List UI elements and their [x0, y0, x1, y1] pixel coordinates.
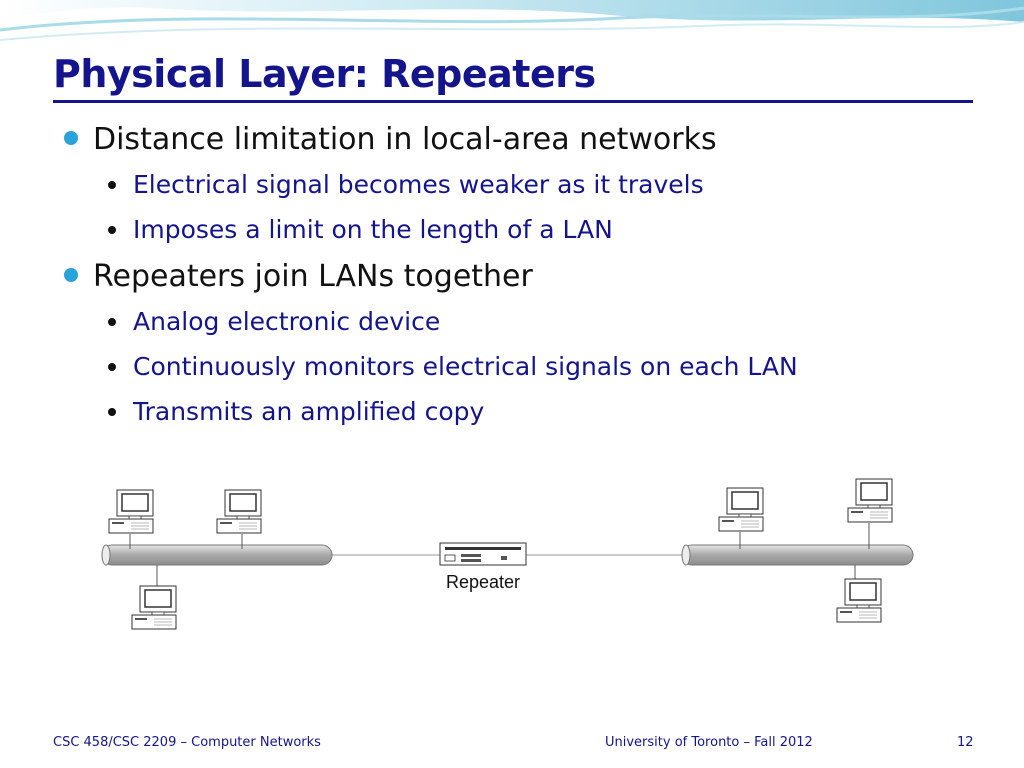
- slide-title: Physical Layer: Repeaters: [53, 52, 596, 96]
- sub-bullet-length-limit: Imposes a limit on the length of a LAN: [60, 207, 1000, 252]
- computer-icon: [216, 489, 262, 549]
- footer-page-number: 12: [957, 735, 974, 750]
- computer-icon: [847, 478, 893, 549]
- lan-cable-right: [681, 544, 914, 566]
- bullet-repeaters-join: Repeaters join LANs together: [60, 255, 1000, 299]
- bullet-distance-limitation: Distance limitation in local-area networ…: [60, 118, 1000, 162]
- computer-icon: [131, 565, 177, 630]
- sub-bullet-amplified-copy: Transmits an amplified copy: [60, 389, 1000, 434]
- footer-course: CSC 458/CSC 2209 – Computer Networks: [53, 735, 321, 750]
- bullet-list: Distance limitation in local-area networ…: [60, 115, 1000, 434]
- lan-cable-left: [101, 544, 333, 566]
- sub-bullet-monitors-signals: Continuously monitors electrical signals…: [60, 344, 1000, 389]
- footer-institution: University of Toronto – Fall 2012: [605, 735, 813, 750]
- computer-icon: [836, 565, 882, 623]
- computer-icon: [108, 489, 154, 549]
- sub-bullet-analog-device: Analog electronic device: [60, 299, 1000, 344]
- repeater-device-icon: [439, 542, 527, 566]
- repeater-label: Repeater: [446, 572, 520, 592]
- title-underline: [53, 100, 973, 103]
- header-wave-decoration: [0, 0, 1024, 41]
- computer-icon: [718, 487, 764, 549]
- sub-bullet-signal-weaker: Electrical signal becomes weaker as it t…: [60, 162, 1000, 207]
- repeater-diagram: Repeater: [101, 478, 914, 630]
